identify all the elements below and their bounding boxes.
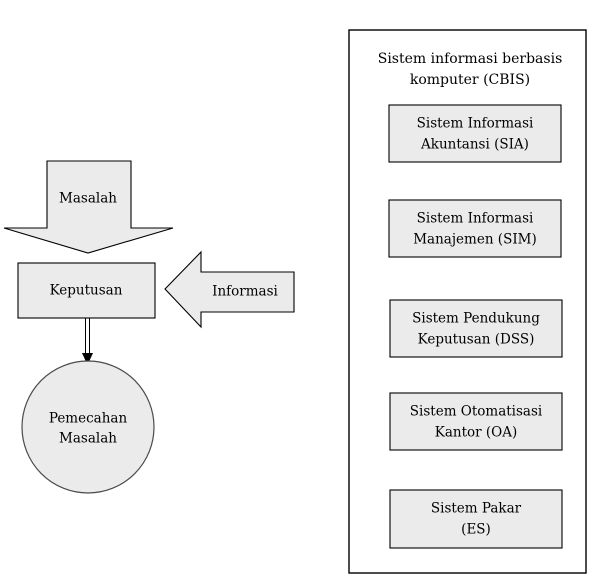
cbis-item-es[interactable]: Sistem Pakar (ES) [389, 489, 563, 549]
cbis-item-box[interactable] [388, 199, 562, 258]
cbis-item-label-line2: (ES) [461, 522, 491, 538]
cbis-item-label-line2: Akuntansi (SIA) [420, 137, 529, 153]
cbis-item-sim[interactable]: Sistem Informasi Manajemen (SIM) [388, 199, 562, 258]
cbis-item-box[interactable] [389, 392, 563, 451]
down-arrow-shape[interactable] [3, 160, 174, 254]
cbis-item-label-line1: Sistem Pendukung [412, 311, 540, 327]
keputusan-box-label: Keputusan [50, 283, 123, 299]
pemecahan-masalah-circle-group[interactable]: Pemecahan Masalah [21, 360, 155, 494]
cbis-item-label-line1: Sistem Informasi [417, 211, 534, 227]
outcome-circle-label-line2: Masalah [59, 431, 117, 447]
keputusan-box-group[interactable]: Keputusan [17, 262, 156, 319]
cbis-item-oa[interactable]: Sistem Otomatisasi Kantor (OA) [389, 392, 563, 451]
informasi-arrow-label: Informasi [212, 284, 278, 300]
left-arrow-shape[interactable] [164, 250, 295, 329]
cbis-item-label-line1: Sistem Otomatisasi [410, 404, 543, 420]
cbis-item-sia[interactable]: Sistem Informasi Akuntansi (SIA) [388, 104, 562, 163]
outcome-circle[interactable] [21, 360, 155, 494]
cbis-item-label-line1: Sistem Pakar [431, 501, 522, 517]
cbis-item-box[interactable] [389, 489, 563, 549]
masalah-arrow-group[interactable]: Masalah [3, 160, 174, 254]
outcome-circle-label-line1: Pemecahan [49, 411, 128, 427]
informasi-arrow-group[interactable]: Informasi [164, 250, 295, 329]
cbis-panel-title-line2: komputer (CBIS) [410, 72, 530, 88]
cbis-item-box[interactable] [389, 299, 563, 358]
cbis-item-label-line2: Kantor (OA) [435, 425, 517, 441]
cbis-panel-title-line1: Sistem informasi berbasis [378, 51, 563, 67]
cbis-item-dss[interactable]: Sistem Pendukung Keputusan (DSS) [389, 299, 563, 358]
cbis-item-label-line1: Sistem Informasi [417, 116, 534, 132]
cbis-item-box[interactable] [388, 104, 562, 163]
keputusan-box[interactable] [17, 262, 156, 319]
cbis-item-label-line2: Keputusan (DSS) [418, 332, 535, 348]
masalah-arrow-label: Masalah [59, 191, 117, 207]
double-line-arrow-icon [82, 318, 93, 365]
cbis-item-label-line2: Manajemen (SIM) [413, 232, 537, 248]
